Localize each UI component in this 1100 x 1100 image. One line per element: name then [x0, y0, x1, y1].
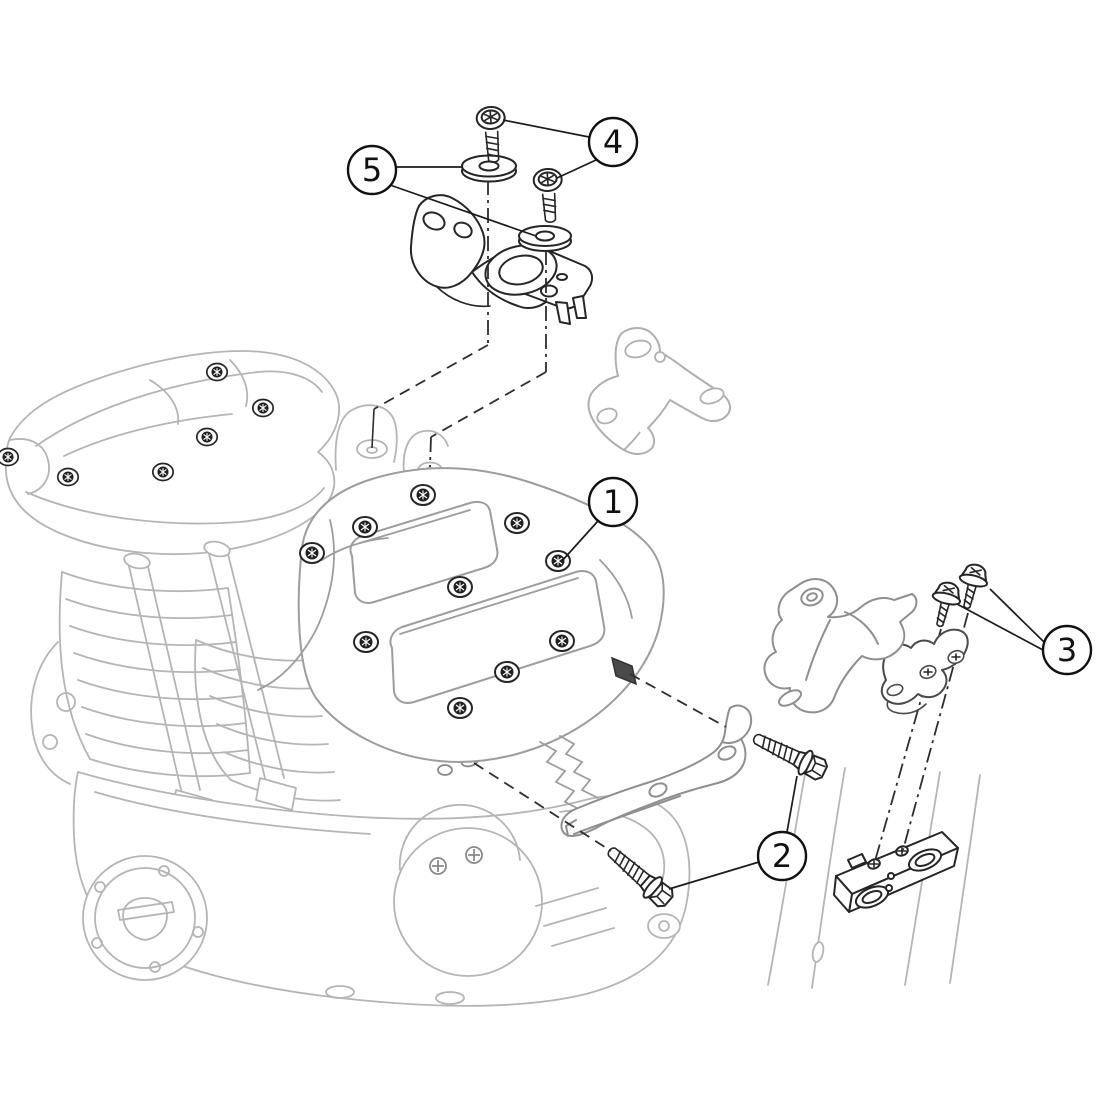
engine-line-art	[4, 350, 691, 1007]
callout-2-label: 2	[772, 837, 792, 875]
curved-mount-bracket	[763, 578, 918, 714]
hex-bolt-small	[958, 563, 989, 610]
callout-1[interactable]: 1	[587, 476, 639, 528]
screw	[475, 105, 506, 163]
stabilizer-link-plate	[880, 628, 969, 715]
hex-bolts-item2	[607, 733, 829, 908]
screw	[532, 167, 563, 223]
callout-4[interactable]: 4	[587, 116, 639, 168]
callout-2[interactable]: 2	[756, 830, 808, 882]
callout-1-label: 1	[603, 483, 623, 521]
hex-bolt	[607, 847, 674, 908]
screw-set-front	[0, 362, 275, 487]
callout-5[interactable]: 5	[346, 144, 398, 196]
flat-bracket-spare	[587, 327, 731, 455]
hex-bolt	[752, 733, 829, 781]
callout-5-label: 5	[362, 151, 382, 189]
rear-rocker-cover	[257, 467, 665, 831]
hex-bolts-item3	[931, 563, 989, 628]
frame-tab	[811, 941, 825, 963]
timer-cover	[82, 855, 208, 981]
centerlines-top-bracket	[371, 180, 547, 468]
long-engine-bracket	[560, 704, 753, 837]
callout-leader-lines	[389, 119, 1045, 890]
washer	[461, 154, 517, 183]
assembly-dashed-lines	[473, 673, 727, 852]
frame-mount-block	[833, 831, 959, 913]
hex-bolt-small	[931, 581, 962, 628]
callout-3-label: 3	[1057, 631, 1077, 669]
cam-cover	[393, 752, 543, 977]
rocker-cover-screws	[0, 362, 575, 719]
screw-set-rear	[299, 484, 575, 719]
frame-tubes	[767, 767, 981, 989]
washer	[518, 225, 572, 252]
bar-and-shield-icon	[117, 897, 175, 941]
callout-4-label: 4	[603, 123, 623, 161]
head-mount-boss	[610, 656, 638, 686]
cylinder-fins	[58, 571, 341, 802]
button-head-screws	[475, 105, 563, 223]
callout-3[interactable]: 3	[1041, 624, 1093, 676]
top-bracket	[409, 194, 594, 325]
